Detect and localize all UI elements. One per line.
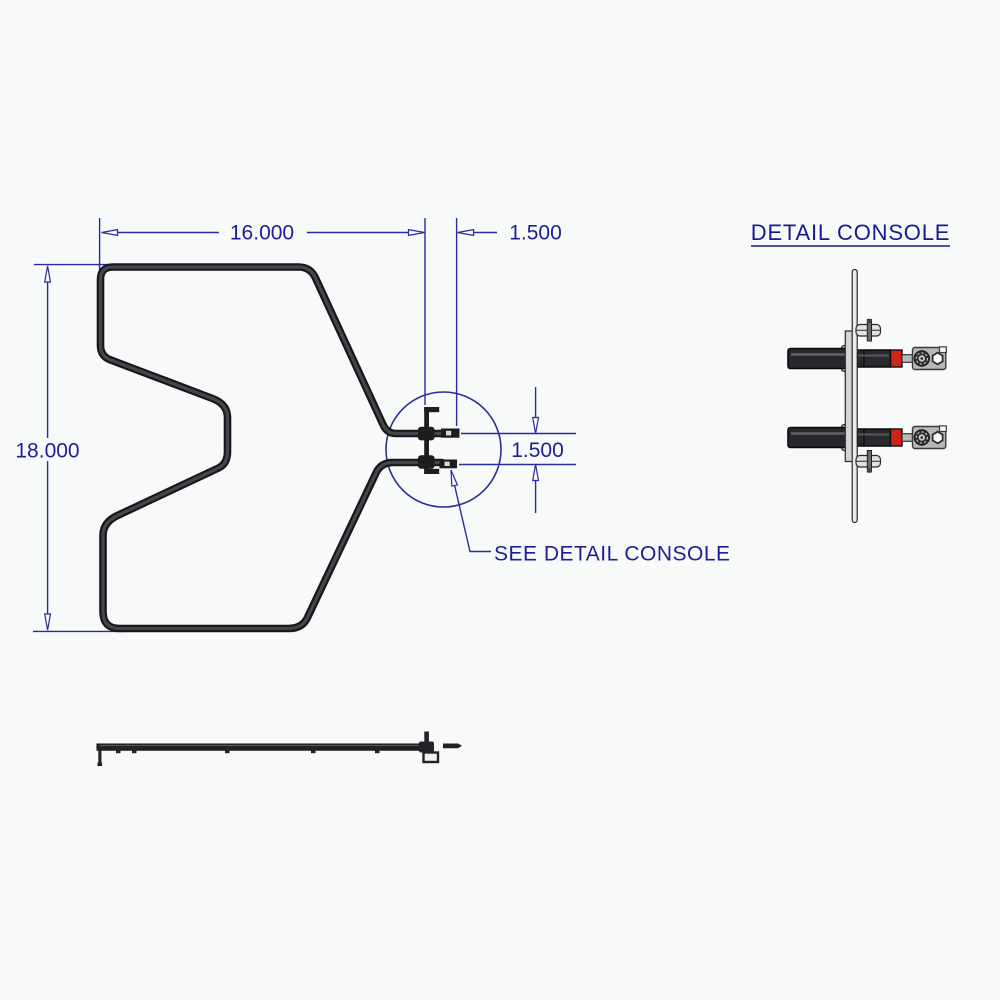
dim-terminal-spacing-value: 1.500: [511, 439, 564, 462]
bottom-clip: [855, 450, 882, 473]
side-support-nubs: [116, 749, 380, 754]
terminal-bracket: [418, 407, 460, 474]
dim-width-value: 16.000: [230, 222, 294, 245]
element-rod: [787, 347, 848, 370]
side-left-foot: [97, 762, 103, 767]
dim-height-value: 18.000: [15, 440, 79, 463]
leader-line: [450, 469, 491, 553]
arrow-width-right: [407, 228, 425, 237]
bracket-bottom-tab: [424, 468, 440, 474]
terminal-screw-spline: [915, 431, 928, 444]
see-detail-note: SEE DETAIL CONSOLE: [494, 543, 731, 566]
arrow-offset: [457, 228, 475, 237]
dim-terminal-extension-value: 1.500: [509, 222, 562, 245]
dimension-lines: [33, 218, 576, 633]
side-bracket: [424, 731, 429, 763]
terminal-screw-spline: [915, 352, 928, 365]
detail-console-view: [787, 268, 947, 524]
clip-pin-head: [867, 318, 872, 324]
arrow-height-bottom: [43, 613, 52, 631]
side-view: [96, 731, 462, 767]
bracket-top-tab: [424, 407, 440, 413]
tube-outline: [96, 263, 446, 633]
element-tube: [96, 263, 446, 633]
terminal-screw-dot: [920, 436, 924, 439]
clip-pin-head: [867, 468, 872, 473]
rod-right-segment: [856, 428, 892, 447]
terminal-hex-hole: [931, 351, 944, 366]
side-left-hook: [98, 748, 102, 765]
detail-lower-rod: [787, 423, 947, 452]
detail-upper-rod: [787, 344, 947, 373]
detail-console-title: DETAIL CONSOLE: [751, 220, 950, 245]
terminal-screw-dot: [920, 357, 924, 360]
arrow-leader: [450, 469, 459, 487]
tube-core: [98, 265, 444, 631]
terminal-block-notch: [938, 346, 947, 354]
lower-pin-slot: [444, 461, 450, 466]
top-clip: [855, 318, 882, 342]
terminal-stud: [901, 433, 914, 442]
arrow-width-left: [101, 228, 119, 237]
mounting-plate: [844, 330, 854, 463]
red-insulator-band: [889, 428, 903, 447]
bracket-bar: [424, 407, 429, 474]
rod-right-segment: [856, 349, 892, 368]
panel-strip: [851, 268, 858, 524]
arrow-height-top: [43, 265, 52, 283]
terminal-stud: [901, 354, 914, 363]
terminal-block-notch: [938, 425, 947, 433]
element-rod: [787, 426, 848, 449]
arrow-spacing-down: [531, 416, 540, 434]
red-insulator-band: [889, 349, 903, 368]
side-clip-box: [422, 751, 440, 764]
main-view: [96, 263, 460, 633]
callout-circle: [385, 391, 502, 508]
arrow-spacing-up: [531, 464, 540, 482]
side-terminal-pin: [443, 743, 462, 749]
dimension-arrowheads: [43, 228, 540, 631]
upper-pin-slot: [446, 430, 452, 436]
terminal-hex-hole: [931, 430, 944, 445]
